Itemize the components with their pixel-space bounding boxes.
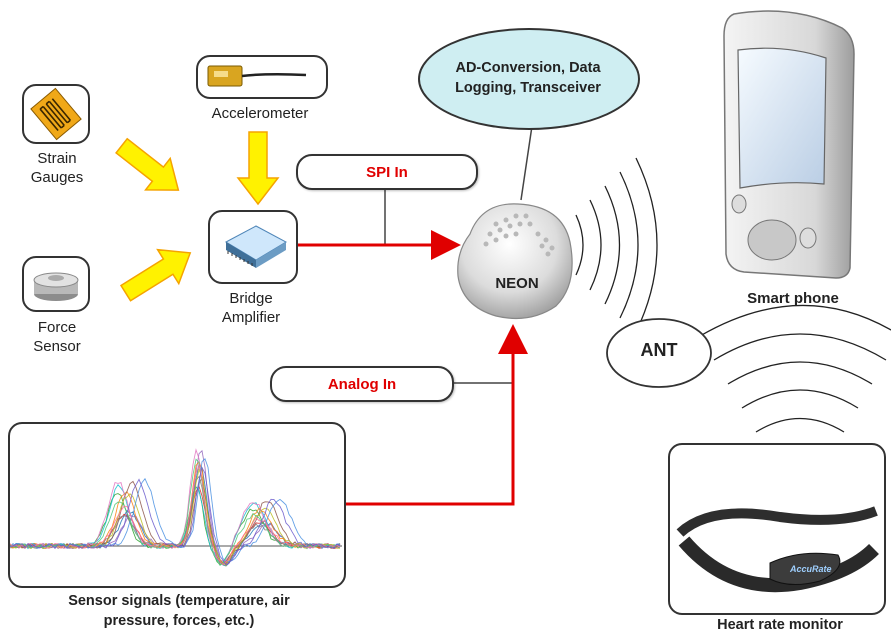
ant-label: ANT [640,340,678,360]
signal-trace [10,463,341,566]
analog-in-callout: Analog In [270,366,454,402]
neon-label: NEON [495,275,539,292]
bubble-pointer-line [520,125,533,201]
chip-icon [224,225,288,268]
signal-trace [10,458,341,567]
signal-trace [10,466,341,566]
smart-phone-icon [723,10,855,279]
signals-to-neon-line [345,324,528,506]
neon-wireless-waves-icon [575,157,658,333]
monitor-wireless-waves-icon [699,304,891,433]
spi-in-callout: SPI In [296,154,478,190]
strain-arrow-icon [115,137,180,191]
signal-trace [10,475,341,565]
force-sensor-frame [22,256,90,312]
strain-gauge-frame [22,84,90,144]
force-arrow-icon [119,248,192,302]
signal-trace [10,461,341,566]
accel-arrow-icon [236,131,280,206]
strap-brand-text: AccuRate [789,564,832,574]
heart-rate-monitor-frame: AccuRate [668,443,886,615]
bridge-amplifier-label: Bridge Amplifier [221,290,281,326]
accelerometer-icon [207,65,307,87]
signal-trace [10,463,341,567]
processing-bubble [418,28,640,130]
signal-trace [10,485,341,564]
signal-trace [10,467,341,567]
signal-trace [10,486,341,566]
heart-rate-monitor-label: Heart rate monitor [717,617,843,633]
sensor-signals-label: Sensor signals (temperature, air pressur… [68,593,290,629]
force-sensor-icon [33,272,79,301]
accelerometer-frame [196,55,328,99]
signal-trace [10,484,341,564]
strain-gauges-label: Strain Gauges [30,150,84,186]
signal-trace [10,477,341,566]
sensor-signals-frame [8,422,346,588]
heart-rate-strap-icon: AccuRate [676,506,879,593]
ant-bubble [606,318,712,388]
force-sensor-label: Force Sensor [33,319,81,355]
processing-bubble-text: AD-Conversion, Data Logging, Transceiver [455,60,601,96]
smart-phone-label: Smart phone [747,290,839,307]
sensor-signals-plot [10,448,342,567]
bridge-amplifier-frame [208,210,298,284]
accelerometer-label: Accelerometer [211,105,309,122]
neon-device-icon [457,203,573,320]
strain-gauge-icon [30,87,82,141]
